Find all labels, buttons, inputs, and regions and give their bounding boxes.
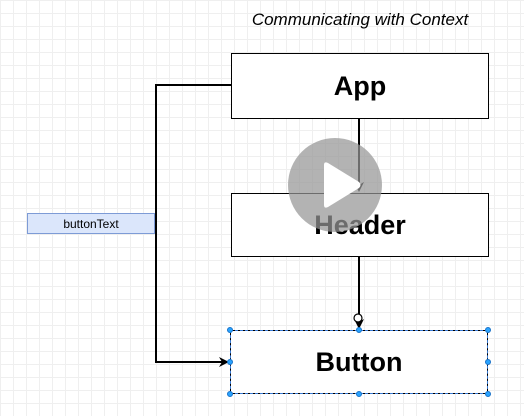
resize-handle-left[interactable] bbox=[227, 359, 233, 365]
node-app-label: App bbox=[333, 70, 387, 101]
resize-handle-bottom-right[interactable] bbox=[485, 391, 491, 397]
connection-point[interactable] bbox=[353, 313, 363, 323]
node-app[interactable]: App bbox=[231, 53, 489, 119]
resize-handle-bottom-left[interactable] bbox=[227, 391, 233, 397]
node-button-label: Button bbox=[315, 346, 403, 377]
resize-handle-bottom[interactable] bbox=[356, 391, 362, 397]
play-icon bbox=[324, 162, 361, 208]
prop-label-button-text[interactable]: buttonText bbox=[27, 213, 155, 234]
node-button[interactable]: Button bbox=[230, 330, 488, 394]
play-button[interactable] bbox=[288, 138, 382, 232]
diagram-title: Communicating with Context bbox=[251, 10, 469, 29]
resize-handle-top[interactable] bbox=[356, 327, 362, 333]
resize-handle-right[interactable] bbox=[485, 359, 491, 365]
edge-app-to-button-context[interactable] bbox=[155, 84, 231, 367]
resize-handle-top-left[interactable] bbox=[227, 327, 233, 333]
resize-handle-top-right[interactable] bbox=[485, 327, 491, 333]
